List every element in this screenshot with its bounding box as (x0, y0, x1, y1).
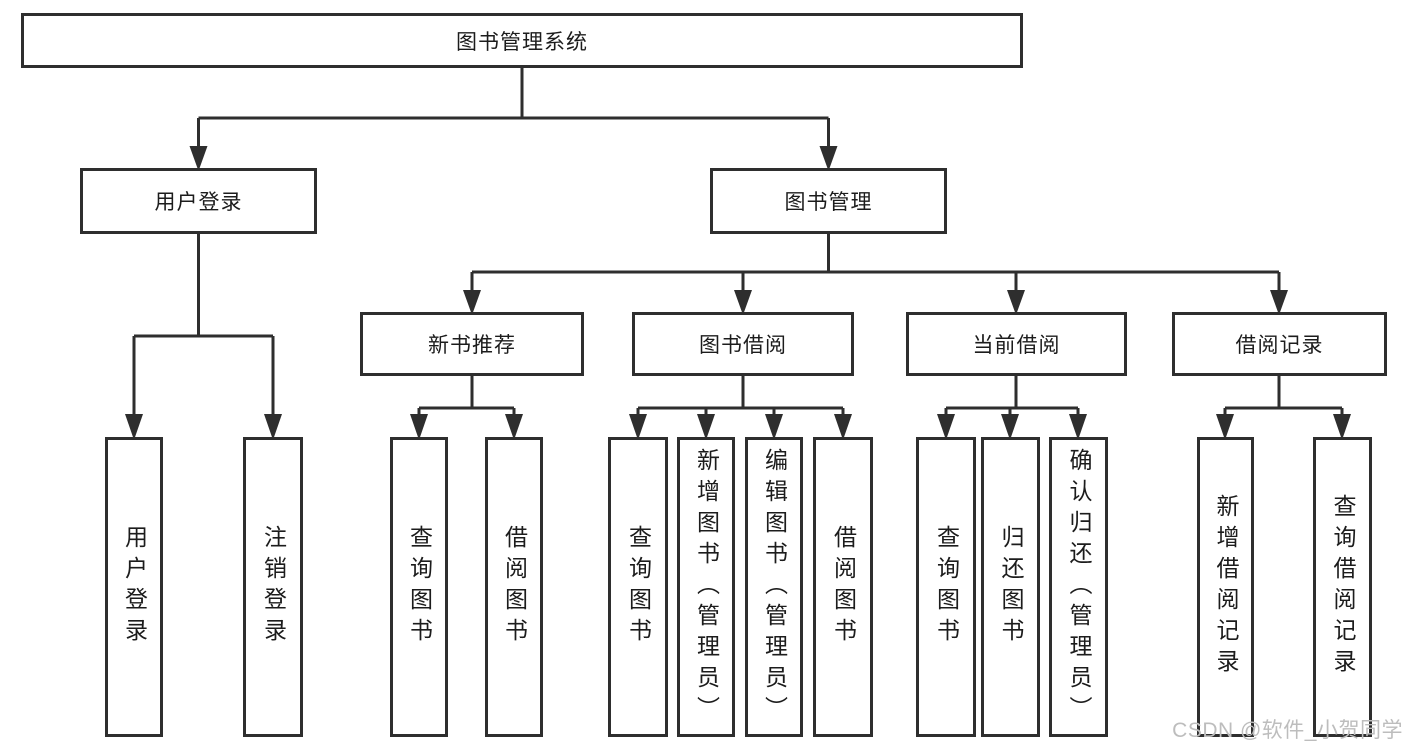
leaf-add-books-admin: 新增图书（管理员） (677, 437, 735, 737)
node-borrow-records: 借阅记录 (1172, 312, 1387, 376)
node-book-borrow: 图书借阅 (632, 312, 854, 376)
leaf-borrow-books: 借阅图书 (813, 437, 873, 737)
leaf-confirm-return-admin: 确认归还（管理员） (1049, 437, 1108, 737)
node-current-borrow: 当前借阅 (906, 312, 1127, 376)
leaf-current-query-books: 查询图书 (916, 437, 976, 737)
leaf-user-login: 用户登录 (105, 437, 163, 737)
leaf-recommend-query-books: 查询图书 (390, 437, 448, 737)
leaf-add-borrow-record: 新增借阅记录 (1197, 437, 1254, 737)
node-book-management: 图书管理 (710, 168, 947, 234)
leaf-logout: 注销登录 (243, 437, 303, 737)
node-new-book-recommend: 新书推荐 (360, 312, 584, 376)
node-user-login: 用户登录 (80, 168, 317, 234)
leaf-query-borrow-record: 查询借阅记录 (1313, 437, 1372, 737)
leaf-edit-books-admin: 编辑图书（管理员） (745, 437, 803, 737)
csdn-watermark: CSDN @软件_小贺同学 (1172, 719, 1403, 742)
leaf-return-books: 归还图书 (981, 437, 1040, 737)
leaf-recommend-borrow-books: 借阅图书 (485, 437, 543, 737)
node-library-system: 图书管理系统 (21, 13, 1023, 68)
leaf-borrow-query-books: 查询图书 (608, 437, 668, 737)
